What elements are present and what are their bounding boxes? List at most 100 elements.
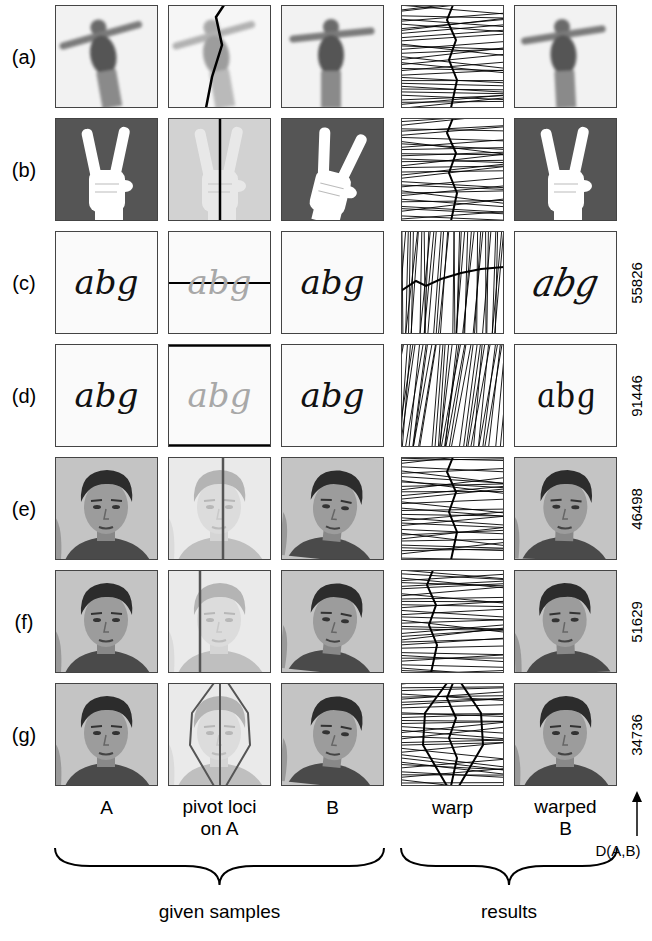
warp-line xyxy=(449,344,466,447)
pivot-image xyxy=(168,457,271,560)
image-b xyxy=(281,231,384,334)
handwriting-sample: abg xyxy=(188,263,252,302)
handwriting-sample: abg xyxy=(188,376,252,415)
warp-line xyxy=(401,528,504,539)
image-frame xyxy=(515,6,617,108)
warp-line xyxy=(401,620,504,623)
warp-line xyxy=(401,581,504,586)
warp-line xyxy=(401,692,504,699)
warp-line xyxy=(401,655,504,661)
image-frame xyxy=(282,232,384,334)
brace xyxy=(55,848,384,885)
warp-line xyxy=(413,344,427,447)
pivot-image xyxy=(168,118,271,221)
image-frame xyxy=(169,232,271,334)
image-b xyxy=(281,570,384,673)
warp-line xyxy=(401,609,504,615)
warp-line xyxy=(401,699,504,705)
image-b xyxy=(281,683,384,786)
arrow-line xyxy=(636,800,638,836)
warp-line xyxy=(401,574,504,580)
handwriting-sample: abg xyxy=(529,261,602,305)
warp-line xyxy=(401,186,504,196)
warp-path xyxy=(447,683,457,786)
warp-line xyxy=(401,533,504,545)
warp-line xyxy=(456,231,465,334)
warp-grid xyxy=(401,118,504,221)
image-frames xyxy=(56,6,617,786)
image-frame xyxy=(56,6,158,108)
distance-value: 91446 xyxy=(628,375,645,417)
pivot-image xyxy=(168,683,271,786)
column-label: A xyxy=(100,797,113,819)
warp-line xyxy=(401,137,504,141)
warp-line xyxy=(464,231,472,334)
warp-line xyxy=(459,344,473,447)
image-frame xyxy=(56,345,158,447)
warp-line xyxy=(401,539,504,541)
image-a xyxy=(55,118,158,221)
warp-line xyxy=(401,759,504,768)
image-frame xyxy=(402,458,504,560)
image-frame xyxy=(402,119,504,221)
warp-line xyxy=(446,344,465,447)
row-label: (g) xyxy=(12,723,36,746)
row-label: (d) xyxy=(12,384,36,407)
warped-image xyxy=(514,5,617,108)
warp-line xyxy=(401,127,504,136)
image-frame xyxy=(169,458,271,560)
warp-line xyxy=(401,171,504,172)
column-label: warp xyxy=(432,797,473,819)
warp-grid xyxy=(401,570,504,673)
warp-line xyxy=(401,509,504,510)
warp-line xyxy=(495,231,504,334)
image-frame xyxy=(56,119,158,221)
warp-line xyxy=(401,638,504,645)
warp-line xyxy=(401,530,504,535)
warp-line xyxy=(401,597,504,599)
warp-path xyxy=(401,267,504,291)
row-label: (e) xyxy=(12,497,36,520)
warp-grid xyxy=(401,457,504,560)
image-frame xyxy=(515,571,617,673)
image-frame xyxy=(515,232,617,334)
warp-grid xyxy=(401,5,504,108)
distance-label: D(A,B) xyxy=(596,842,641,859)
warp-line xyxy=(401,77,504,82)
image-frame xyxy=(515,119,617,221)
image-frame xyxy=(169,119,271,221)
row-label: (b) xyxy=(12,158,36,181)
warp-line xyxy=(401,191,504,204)
column-label: warped B xyxy=(531,796,601,840)
warp-path xyxy=(447,5,457,108)
brace xyxy=(401,848,617,885)
warp-line xyxy=(402,344,410,447)
image-frame xyxy=(282,571,384,673)
image-frame xyxy=(402,6,504,108)
image-frame xyxy=(56,571,158,673)
warp-line xyxy=(420,344,437,447)
image-frame xyxy=(515,458,617,560)
warp-path xyxy=(427,570,437,673)
pivot-image xyxy=(168,231,271,334)
warp-line xyxy=(401,688,504,691)
handwriting-sample: abg xyxy=(301,263,365,302)
warp-line xyxy=(473,231,483,334)
image-frame xyxy=(402,571,504,673)
image-a xyxy=(55,457,158,560)
row-label: (f) xyxy=(15,610,34,633)
warp-line xyxy=(401,489,504,499)
warp-line xyxy=(401,508,504,516)
image-frame xyxy=(169,6,271,108)
warp-line xyxy=(401,625,504,634)
warp-line xyxy=(401,574,504,580)
image-b xyxy=(281,344,384,447)
group-label: results xyxy=(481,901,537,923)
image-a xyxy=(55,344,158,447)
warp-line xyxy=(401,152,504,156)
warp-line xyxy=(401,83,504,86)
warp-line xyxy=(401,714,504,718)
warp-line xyxy=(409,231,411,334)
warp-line xyxy=(401,514,504,516)
warp-line xyxy=(401,687,504,688)
